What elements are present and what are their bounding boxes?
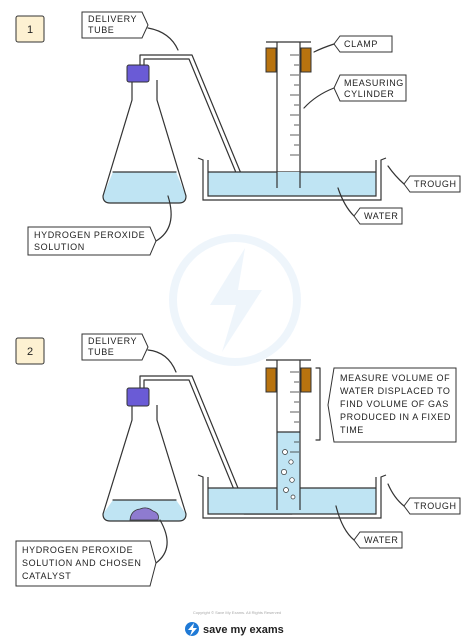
svg-text:SOLUTION AND CHOSEN: SOLUTION AND CHOSEN xyxy=(22,558,141,568)
label-delivery-tube-2: DELIVERY TUBE xyxy=(81,333,177,373)
svg-text:TROUGH: TROUGH xyxy=(414,179,457,189)
label-measuring-cylinder: MEASURING CYLINDER xyxy=(303,74,407,109)
svg-text:WATER DISPLACED TO: WATER DISPLACED TO xyxy=(340,386,451,396)
copyright-text: Copyright © Save My Exams. All Rights Re… xyxy=(193,610,281,615)
step-box-1 xyxy=(15,15,45,43)
svg-text:MEASURE VOLUME OF: MEASURE VOLUME OF xyxy=(340,373,450,383)
svg-text:SOLUTION: SOLUTION xyxy=(34,242,85,252)
watermark-bolt-icon xyxy=(169,234,301,366)
svg-text:WATER: WATER xyxy=(364,211,399,221)
svg-text:HYDROGEN PEROXIDE: HYDROGEN PEROXIDE xyxy=(22,545,133,555)
gas-bubbles xyxy=(281,449,296,500)
svg-text:WATER: WATER xyxy=(364,535,399,545)
measuring-cylinder-2 xyxy=(265,359,312,510)
svg-text:MEASURING: MEASURING xyxy=(344,78,404,88)
label-delivery-tube-1: DELIVERY TUBE xyxy=(81,11,179,51)
svg-text:TUBE: TUBE xyxy=(88,347,114,357)
panel-2: 2 xyxy=(15,333,461,587)
bung-2 xyxy=(126,387,150,407)
label-water-1: WATER xyxy=(337,187,403,225)
svg-text:CYLINDER: CYLINDER xyxy=(344,89,394,99)
svg-text:DELIVERY: DELIVERY xyxy=(88,336,137,346)
label-hydrogen-peroxide-2: HYDROGEN PEROXIDE SOLUTION AND CHOSEN CA… xyxy=(15,519,168,587)
svg-text:TUBE: TUBE xyxy=(88,25,114,35)
step-box-2 xyxy=(15,337,45,365)
label-trough-2: TROUGH xyxy=(387,483,461,515)
footer: Copyright © Save My Exams. All Rights Re… xyxy=(185,610,284,636)
svg-text:PRODUCED IN A FIXED: PRODUCED IN A FIXED xyxy=(340,412,451,422)
panel-1: 1 xyxy=(15,11,461,256)
brand-logo-text: save my exams xyxy=(203,624,284,636)
step-number-1: 1 xyxy=(27,24,33,36)
catalyst-pile xyxy=(129,507,159,521)
svg-text:CLAMP: CLAMP xyxy=(344,39,378,49)
clamp-1 xyxy=(265,47,277,73)
conical-flask-1 xyxy=(102,64,187,204)
label-clamp: CLAMP xyxy=(313,35,393,53)
measuring-cylinder-1 xyxy=(265,41,312,188)
label-trough-1: TROUGH xyxy=(387,165,461,193)
label-hydrogen-peroxide-1: HYDROGEN PEROXIDE SOLUTION xyxy=(27,195,172,256)
lightning-bolt-icon xyxy=(185,622,199,636)
label-measure-volume-note: MEASURE VOLUME OF WATER DISPLACED TO FIN… xyxy=(315,367,457,443)
svg-text:FIND VOLUME OF GAS: FIND VOLUME OF GAS xyxy=(340,399,449,409)
svg-text:CATALYST: CATALYST xyxy=(22,571,71,581)
svg-text:TROUGH: TROUGH xyxy=(414,501,457,511)
conical-flask-2 xyxy=(102,387,187,522)
svg-text:HYDROGEN PEROXIDE: HYDROGEN PEROXIDE xyxy=(34,230,145,240)
clamp-2 xyxy=(265,367,277,393)
label-water-2: WATER xyxy=(335,505,403,549)
step-number-2: 2 xyxy=(27,346,33,358)
svg-text:DELIVERY: DELIVERY xyxy=(88,14,137,24)
bung-1 xyxy=(126,64,150,83)
svg-text:TIME: TIME xyxy=(340,425,364,435)
